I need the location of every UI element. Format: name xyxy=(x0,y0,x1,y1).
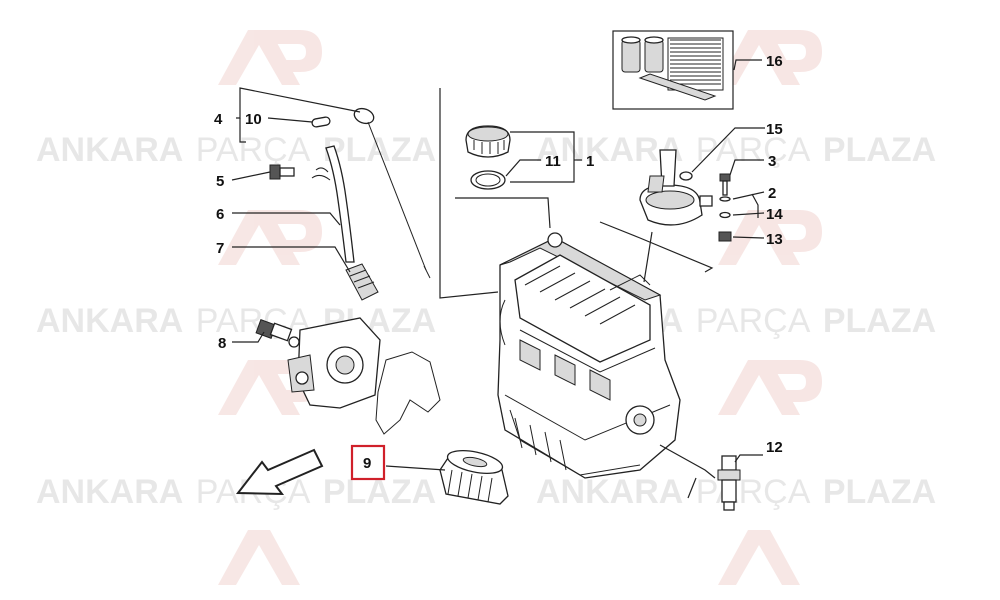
part-16-filter-kit[interactable] xyxy=(612,30,734,110)
watermark-logo-low-right xyxy=(718,360,822,415)
callout-6[interactable]: 6 xyxy=(216,206,224,223)
oil-pump-cover xyxy=(287,317,381,409)
callout-9[interactable]: 9 xyxy=(363,455,371,472)
callout-14[interactable]: 14 xyxy=(766,206,783,223)
part-2-washer[interactable] xyxy=(719,196,731,202)
callout-16[interactable]: 16 xyxy=(766,53,783,70)
callout-5[interactable]: 5 xyxy=(216,173,224,190)
callout-13[interactable]: 13 xyxy=(766,231,783,248)
timing-cover-gasket xyxy=(375,351,441,435)
part-10-oring-small[interactable] xyxy=(311,116,331,128)
front-direction-arrow-icon xyxy=(235,448,324,496)
watermark-logo-top-left xyxy=(218,30,322,85)
watermark-logos xyxy=(218,30,822,585)
part-14-washer[interactable] xyxy=(719,211,731,219)
watermark-text: ANKARA PARÇA PLAZA xyxy=(536,131,936,169)
part-15-oring[interactable] xyxy=(679,171,693,181)
part-12-oil-pressure-switch[interactable] xyxy=(717,455,741,511)
watermark-logo-bottom-right xyxy=(718,530,800,585)
part-7-rubber-boot[interactable] xyxy=(345,263,379,301)
callout-4[interactable]: 4 xyxy=(214,111,223,128)
watermark-logo-bottom-left xyxy=(218,530,300,585)
callout-2[interactable]: 2 xyxy=(768,185,776,202)
thermostat-housing[interactable] xyxy=(639,149,713,226)
callout-3[interactable]: 3 xyxy=(768,153,776,170)
callout-1[interactable]: 1 xyxy=(586,153,594,170)
watermark-logo-mid-right xyxy=(718,210,822,265)
part-13-nut[interactable] xyxy=(718,231,732,242)
part-9-oil-filter[interactable] xyxy=(439,446,509,505)
callout-12[interactable]: 12 xyxy=(766,439,783,456)
watermark-logo-top-right xyxy=(718,30,822,85)
part-1-oil-filler-cap[interactable] xyxy=(465,125,511,158)
part-6-dipstick-tube[interactable] xyxy=(311,145,355,263)
watermark-text: ANKARA PARÇA PLAZA xyxy=(536,473,936,511)
callout-8[interactable]: 8 xyxy=(218,335,226,352)
callout-labels: 4 10 5 6 7 8 11 1 16 15 3 2 14 13 12 9 xyxy=(214,53,783,481)
callout-15[interactable]: 15 xyxy=(766,121,783,138)
callout-11[interactable]: 11 xyxy=(545,153,561,170)
callout-10[interactable]: 10 xyxy=(245,111,262,128)
watermark-text: ANKARA PARÇA PLAZA xyxy=(36,131,436,169)
part-8-sensor[interactable] xyxy=(255,319,300,348)
engine-block xyxy=(497,232,681,479)
part-11-filler-cap-seal[interactable] xyxy=(470,170,506,190)
watermark-text: ANKARA PARÇA PLAZA xyxy=(36,302,436,340)
part-3-bolt[interactable] xyxy=(719,173,731,196)
callout-7[interactable]: 7 xyxy=(216,240,224,257)
leader-lines xyxy=(231,59,765,499)
watermark-logo-mid-left xyxy=(218,210,322,265)
callout-9-highlight-box xyxy=(350,444,386,481)
